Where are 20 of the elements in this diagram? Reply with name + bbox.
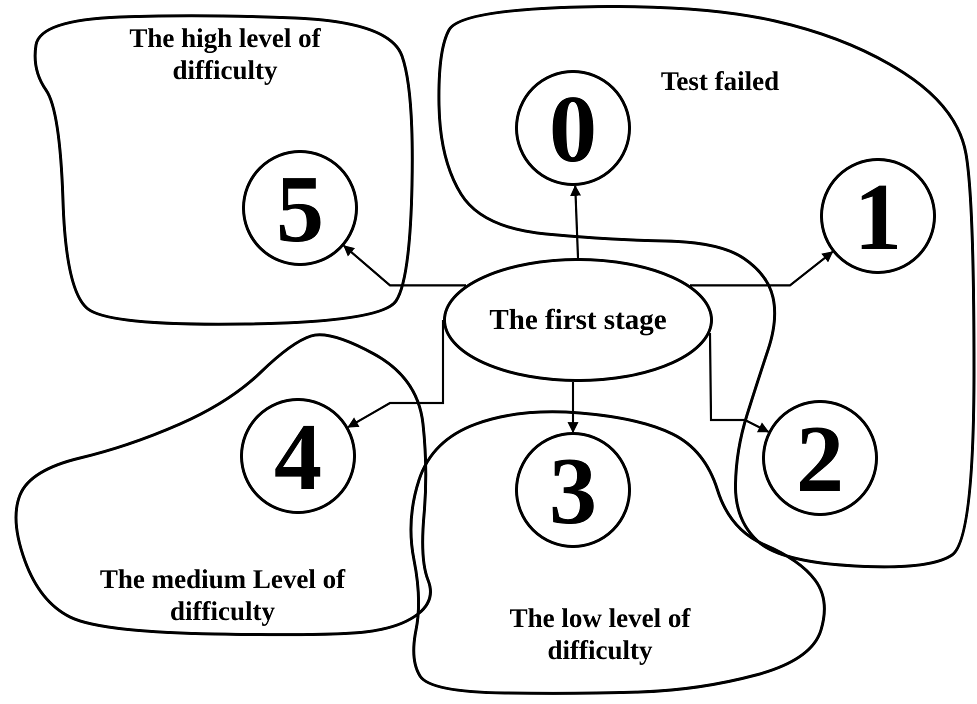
state-circle [242,150,358,266]
arrow [570,184,582,258]
state-number: 3 [548,436,598,546]
arrow [690,251,834,286]
state-circle [515,70,631,186]
arrow [708,332,770,433]
arrow [347,320,444,428]
arrow [343,244,466,286]
state-circle [240,398,356,514]
start-ellipse [443,258,713,382]
state-number: 5 [275,154,325,264]
state-number: 1 [853,162,903,272]
state-number: 0 [548,74,598,184]
state-number: 2 [795,404,845,514]
state-circle [515,432,631,548]
state-number: 4 [273,402,323,512]
state-circle [762,400,878,516]
arrow [568,382,578,434]
state-circle [820,158,936,274]
stage-label: The first stage [488,302,668,338]
